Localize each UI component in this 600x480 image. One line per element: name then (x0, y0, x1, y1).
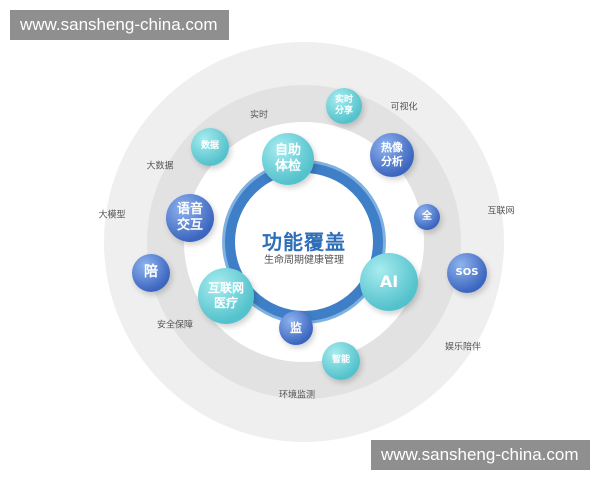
node-data: 数据 (191, 128, 229, 166)
center-subtitle: 生命周期健康管理 (264, 255, 344, 266)
node-monitor: 监 (279, 311, 313, 345)
node-ai: AI (360, 253, 418, 311)
node-internet-medical: 互联网医疗 (198, 268, 254, 324)
label-internet: 互联网 (487, 206, 515, 217)
center-title: 功能覆盖 (262, 230, 346, 254)
label-realtime: 实时 (249, 110, 269, 121)
label-bigmodel: 大模型 (98, 210, 126, 221)
node-accompany: 陪 (132, 254, 170, 292)
node-voice: 语音交互 (166, 194, 214, 242)
label-security: 安全保障 (156, 320, 194, 331)
watermark-top: www.sansheng-china.com (10, 10, 229, 40)
node-self-check: 自助体检 (262, 133, 314, 185)
node-all: 全 (414, 204, 440, 230)
watermark-bottom: www.sansheng-china.com (371, 440, 590, 470)
node-sos: SOS (447, 253, 487, 293)
label-bigdata: 大数据 (146, 161, 174, 172)
node-smart: 智能 (322, 342, 360, 380)
label-env: 环境监测 (278, 390, 316, 401)
label-companion: 娱乐陪伴 (444, 342, 482, 353)
node-thermal: 热像分析 (370, 133, 414, 177)
node-share: 实时分享 (326, 88, 362, 124)
label-visual: 可视化 (390, 102, 418, 113)
